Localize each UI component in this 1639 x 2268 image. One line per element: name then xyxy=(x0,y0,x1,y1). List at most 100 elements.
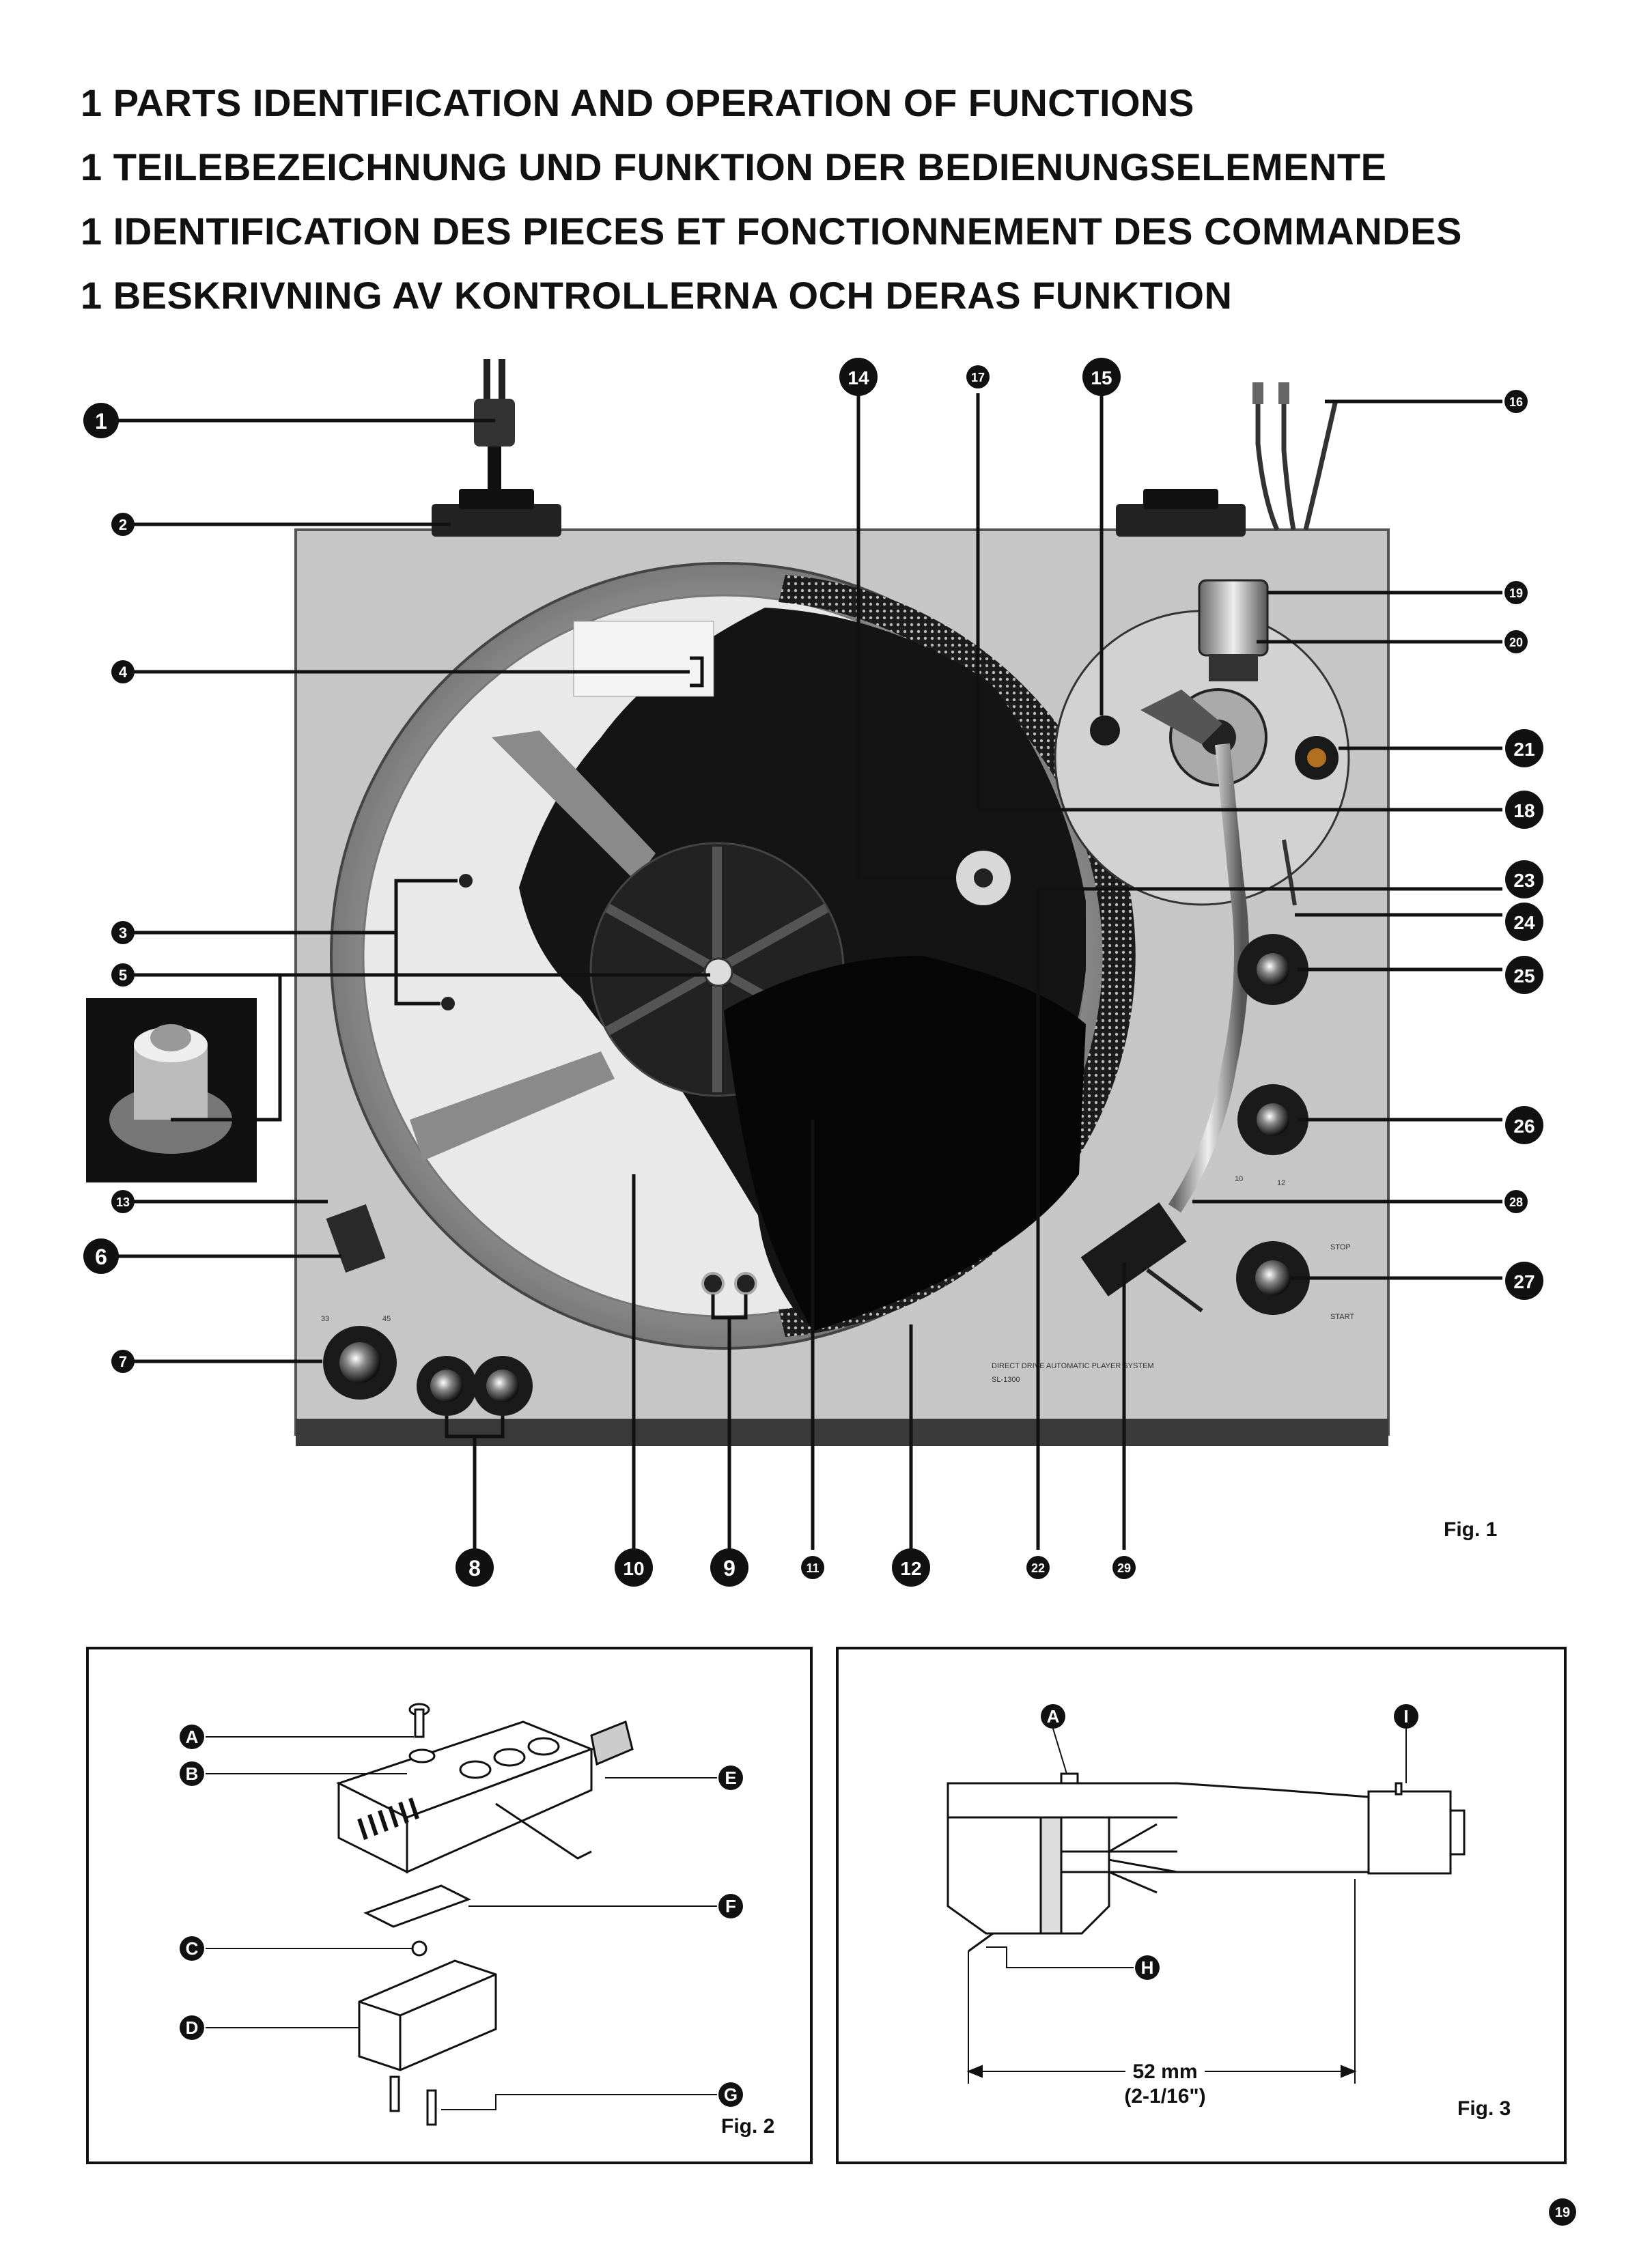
fig3-callouts: A I H xyxy=(1041,1704,1418,1980)
callout-10: 10 xyxy=(615,1548,653,1587)
svg-text:25: 25 xyxy=(1513,965,1535,987)
heading-swedish: 1 BESKRIVNING AV KONTROLLERNA OCH DERAS … xyxy=(81,274,1233,317)
pitch-adjust-screws[interactable] xyxy=(441,874,473,1010)
fig2-label: Fig. 2 xyxy=(721,2115,774,2138)
svg-text:23: 23 xyxy=(1513,870,1535,891)
svg-text:4: 4 xyxy=(119,664,128,681)
fig3-dimension-mm: 52 mm xyxy=(1132,2060,1197,2083)
callout-3: 3 xyxy=(111,921,135,944)
fig3-stylus xyxy=(968,1932,994,1953)
fig2-screws-g xyxy=(389,2075,437,2126)
svg-text:29: 29 xyxy=(1117,1561,1131,1575)
svg-text:12: 12 xyxy=(900,1558,921,1579)
svg-text:10: 10 xyxy=(623,1558,644,1579)
fig2-nut-c xyxy=(411,1940,428,1957)
callout-14: 14 xyxy=(839,358,878,396)
callout-16: 16 xyxy=(1504,390,1528,413)
fine-speed-knobs[interactable] xyxy=(417,1356,533,1416)
svg-text:21: 21 xyxy=(1513,739,1535,760)
svg-text:A: A xyxy=(1047,1706,1060,1727)
callout-19: 19 xyxy=(1504,581,1528,604)
svg-text:6: 6 xyxy=(95,1245,107,1269)
page-number-text: 19 xyxy=(1555,2205,1570,2220)
speed-selector-knob[interactable]: 33 45 xyxy=(321,1315,397,1400)
centre-spindle xyxy=(703,957,733,987)
callout-27: 27 xyxy=(1505,1262,1543,1300)
callout-18: 18 xyxy=(1505,791,1543,829)
fig3-callout-a: A xyxy=(1041,1704,1065,1729)
svg-text:24: 24 xyxy=(1513,912,1535,933)
size-selector-knob[interactable] xyxy=(1237,934,1308,1005)
svg-text:2: 2 xyxy=(119,516,127,533)
size-label-10: 10 xyxy=(1235,1175,1243,1183)
svg-text:D: D xyxy=(186,2017,199,2038)
speed-label-33: 33 xyxy=(321,1315,329,1323)
fig2-callout-f: F xyxy=(718,1894,743,1918)
fig3-cartridge xyxy=(947,1816,1177,1935)
svg-text:1: 1 xyxy=(95,409,107,434)
fig2-callout-e: E xyxy=(718,1766,743,1790)
fig2-leaders xyxy=(206,1736,717,2110)
callout-26: 26 xyxy=(1505,1106,1543,1144)
callout-7: 7 xyxy=(111,1350,135,1373)
fine-speed-pots[interactable] xyxy=(701,1272,757,1295)
svg-text:B: B xyxy=(186,1763,199,1784)
callout-12: 12 xyxy=(892,1548,930,1587)
anti-skating-knob[interactable] xyxy=(1295,736,1339,780)
fig3-callout-h: H xyxy=(1135,1955,1160,1980)
svg-text:22: 22 xyxy=(1031,1561,1045,1575)
callout-9: 9 xyxy=(710,1548,748,1587)
callout-11: 11 xyxy=(801,1556,824,1579)
fig1-label: Fig. 1 xyxy=(1444,1518,1497,1541)
svg-text:G: G xyxy=(724,2084,738,2105)
svg-text:18: 18 xyxy=(1513,800,1535,821)
start-stop-knob[interactable]: STOP START xyxy=(1236,1241,1354,1321)
callout-28: 28 xyxy=(1504,1190,1528,1213)
counterweight[interactable] xyxy=(1198,579,1269,681)
dust-cover-hinge-right[interactable] xyxy=(1116,489,1246,537)
callout-22: 22 xyxy=(1026,1556,1050,1579)
repeat-knob[interactable]: 10 12 xyxy=(1235,1084,1308,1187)
svg-text:5: 5 xyxy=(119,967,127,984)
fig3-stylus-overhang: 52 mm (2-1/16") A I H Fig. 3 xyxy=(836,1647,1567,2164)
model-line-1: DIRECT DRIVE AUTOMATIC PLAYER SYSTEM xyxy=(992,1362,1154,1370)
fig2-screw-a xyxy=(408,1703,430,1738)
fig3-label: Fig. 3 xyxy=(1457,2097,1511,2120)
spindle-closeup-inset xyxy=(86,998,257,1182)
heading-french: 1 IDENTIFICATION DES PIECES ET FONCTIONN… xyxy=(81,210,1462,253)
fig3-dimension xyxy=(966,1879,1357,2084)
svg-text:11: 11 xyxy=(806,1561,819,1575)
single-play-adapter[interactable] xyxy=(956,851,1011,905)
callout-13: 13 xyxy=(111,1190,135,1213)
output-cables xyxy=(1252,382,1339,531)
fig3-callout-i: I xyxy=(1394,1704,1418,1729)
arm-lift-lever[interactable] xyxy=(1282,839,1297,906)
svg-text:27: 27 xyxy=(1513,1271,1535,1292)
fig2-cartridge-mounting: A B E F C D G Fig. 2 xyxy=(86,1647,813,2164)
callout-20: 20 xyxy=(1504,630,1528,653)
svg-text:26: 26 xyxy=(1513,1116,1535,1137)
fig2-callout-d: D xyxy=(180,2015,204,2040)
callout-21: 21 xyxy=(1505,729,1543,767)
leader-lines xyxy=(116,384,1502,1550)
callout-2: 2 xyxy=(111,513,135,536)
callout-8: 8 xyxy=(456,1548,494,1587)
fig1-callouts: 1 2 4 3 5 13 6 7 8 10 9 11 12 22 29 14 1… xyxy=(83,358,1543,1587)
arm-rest-button[interactable] xyxy=(1090,715,1120,746)
size-label-12: 12 xyxy=(1277,1179,1285,1187)
fig2-callout-a: A xyxy=(180,1725,204,1749)
callout-17: 17 xyxy=(966,365,990,388)
callout-6: 6 xyxy=(83,1238,119,1274)
callout-25: 25 xyxy=(1505,956,1543,994)
platter-spokes xyxy=(410,731,656,1161)
fig2-callout-b: B xyxy=(180,1761,204,1786)
dust-cover-hinge-left[interactable] xyxy=(432,489,561,537)
headshell[interactable] xyxy=(1080,1202,1203,1313)
model-line-2: SL-1300 xyxy=(992,1376,1020,1384)
callout-4: 4 xyxy=(111,660,135,683)
heading-german: 1 TEILEBEZEICHNUNG UND FUNKTION DER BEDI… xyxy=(81,145,1387,188)
fig3-dimension-in: (2-1/16") xyxy=(1124,2085,1205,2108)
tonearm xyxy=(1168,743,1249,1213)
fig1-turntable-diagram: 33 4 5 xyxy=(83,358,1543,1587)
